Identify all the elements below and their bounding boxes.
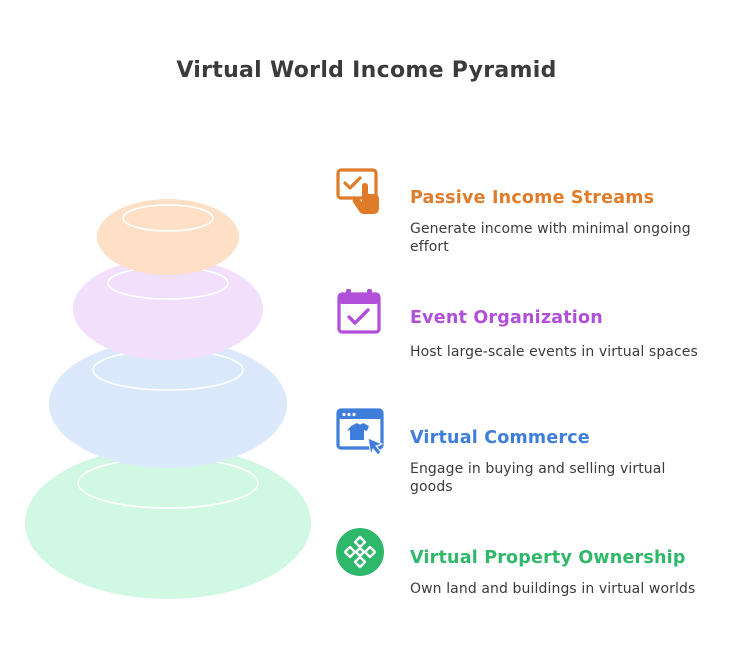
tier-ring-outer <box>97 199 239 275</box>
tier-ring-inner <box>122 204 214 232</box>
tier-ring-outer <box>73 258 263 360</box>
item-heading: Virtual Property Ownership <box>410 548 686 568</box>
calendar-check-icon <box>337 289 381 334</box>
pyramid-stack <box>25 199 311 599</box>
item-heading: Virtual Commerce <box>410 428 590 448</box>
item-description: Generate income with minimal ongoing eff… <box>410 221 691 255</box>
diamond-grid-icon <box>336 528 384 576</box>
browser-shirt-icon <box>336 408 384 456</box>
tier-ring-outer <box>49 340 287 468</box>
tier-virtual-property-ownership <box>25 447 311 599</box>
tier-ring-outer <box>25 447 311 599</box>
diagram-title: Virtual World Income Pyramid <box>176 58 557 83</box>
item-description: Host large-scale events in virtual space… <box>410 344 698 360</box>
item-description: Engage in buying and selling virtual goo… <box>410 461 666 495</box>
tier-passive-income-streams <box>97 199 239 275</box>
hand-click-icon <box>336 168 379 214</box>
item-heading: Passive Income Streams <box>410 188 655 208</box>
item-heading: Event Organization <box>410 308 603 328</box>
item-description: Own land and buildings in virtual worlds <box>410 581 696 597</box>
